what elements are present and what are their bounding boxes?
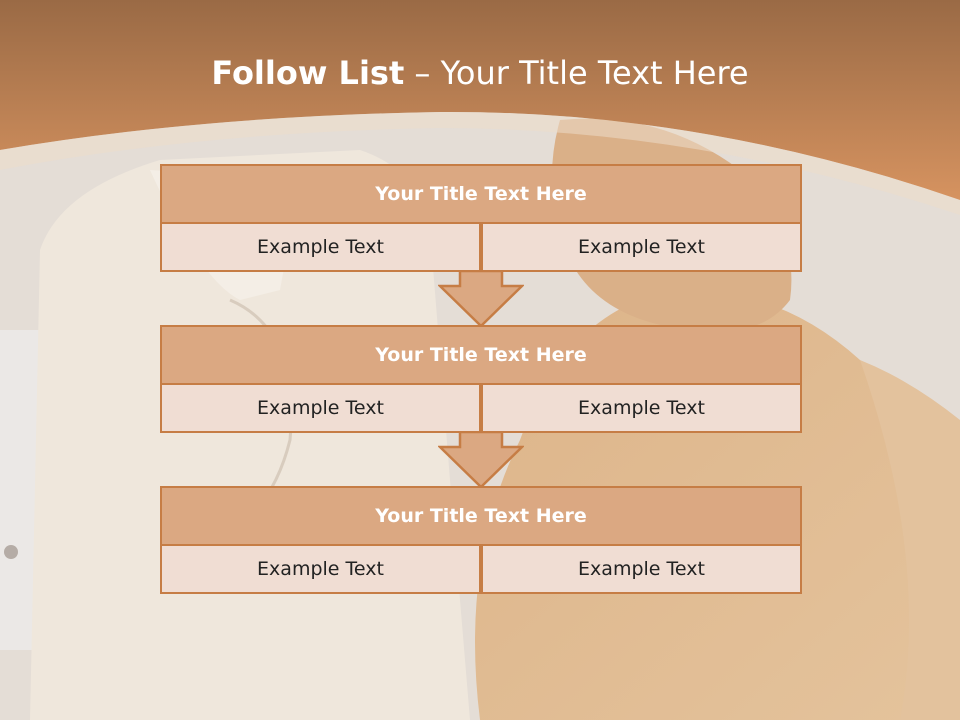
title-bold-part: Follow List [211, 54, 405, 92]
title-rest: Your Title Text Here [440, 54, 749, 92]
block-cell-left: Example Text [160, 383, 481, 433]
block-cell-right: Example Text [481, 222, 802, 272]
block-cell-right: Example Text [481, 383, 802, 433]
block-cell-left: Example Text [160, 544, 481, 594]
down-arrow-icon [438, 431, 524, 489]
block-cell-right: Example Text [481, 544, 802, 594]
title-dash: – [404, 54, 441, 92]
block-title: Your Title Text Here [160, 486, 802, 546]
block-title: Your Title Text Here [160, 164, 802, 224]
block-cell-left: Example Text [160, 222, 481, 272]
block-title: Your Title Text Here [160, 325, 802, 385]
down-arrow-icon [438, 270, 524, 328]
slide-title: Follow List – Your Title Text Here [0, 54, 960, 92]
